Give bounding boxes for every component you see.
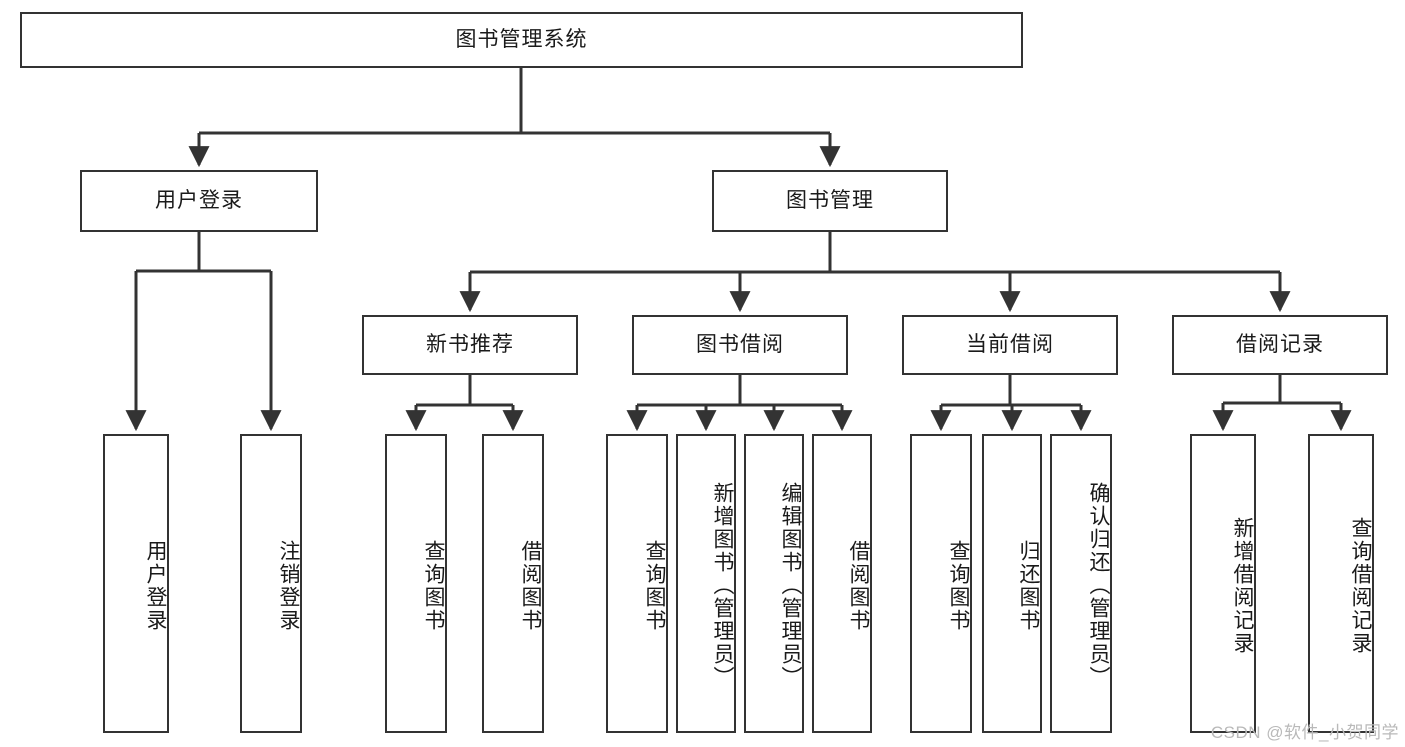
node-root[interactable]: 图书管理系统 [20, 12, 1023, 68]
leaf-return-book[interactable]: 归还图书 [982, 434, 1042, 733]
node-root-label: 图书管理系统 [455, 28, 588, 52]
leaf-edit-book-label: 编辑图书（管理员） [779, 482, 802, 689]
leaf-user-login[interactable]: 用户登录 [103, 434, 169, 733]
node-book-borrow[interactable]: 图书借阅 [632, 315, 848, 375]
leaf-confirm-return[interactable]: 确认归还（管理员） [1050, 434, 1112, 733]
node-new-book-recommend[interactable]: 新书推荐 [362, 315, 578, 375]
leaf-confirm-return-label: 确认归还（管理员） [1087, 482, 1110, 689]
node-book-manage-label: 图书管理 [786, 189, 874, 213]
leaf-add-record[interactable]: 新增借阅记录 [1190, 434, 1256, 733]
leaf-return-book-label: 归还图书 [1017, 539, 1040, 632]
leaf-borrow-book-1[interactable]: 借阅图书 [482, 434, 544, 733]
leaf-add-book[interactable]: 新增图书（管理员） [676, 434, 736, 733]
leaf-query-book-2[interactable]: 查询图书 [606, 434, 668, 733]
node-user-login-label: 用户登录 [155, 189, 243, 213]
leaf-query-book-3[interactable]: 查询图书 [910, 434, 972, 733]
node-new-book-recommend-label: 新书推荐 [426, 333, 514, 357]
node-borrow-record-label: 借阅记录 [1236, 333, 1324, 357]
node-book-manage[interactable]: 图书管理 [712, 170, 948, 232]
leaf-user-login-label: 用户登录 [144, 539, 167, 632]
leaf-borrow-book-1-label: 借阅图书 [519, 539, 542, 632]
leaf-user-logout-label: 注销登录 [277, 539, 300, 632]
node-book-borrow-label: 图书借阅 [696, 333, 784, 357]
node-borrow-record[interactable]: 借阅记录 [1172, 315, 1388, 375]
leaf-user-logout[interactable]: 注销登录 [240, 434, 302, 733]
leaf-query-record[interactable]: 查询借阅记录 [1308, 434, 1374, 733]
node-current-borrow-label: 当前借阅 [966, 333, 1054, 357]
leaf-borrow-book-2-label: 借阅图书 [847, 539, 870, 632]
leaf-add-record-label: 新增借阅记录 [1231, 516, 1254, 655]
leaf-query-book-1[interactable]: 查询图书 [385, 434, 447, 733]
node-user-login[interactable]: 用户登录 [80, 170, 318, 232]
node-current-borrow[interactable]: 当前借阅 [902, 315, 1118, 375]
watermark: CSDN @软件_小贺同学 [1210, 723, 1399, 742]
leaf-edit-book[interactable]: 编辑图书（管理员） [744, 434, 804, 733]
leaf-query-book-1-label: 查询图书 [422, 539, 445, 632]
leaf-query-book-2-label: 查询图书 [643, 539, 666, 632]
leaf-add-book-label: 新增图书（管理员） [711, 482, 734, 689]
leaf-query-book-3-label: 查询图书 [947, 539, 970, 632]
leaf-borrow-book-2[interactable]: 借阅图书 [812, 434, 872, 733]
leaf-query-record-label: 查询借阅记录 [1349, 516, 1372, 655]
